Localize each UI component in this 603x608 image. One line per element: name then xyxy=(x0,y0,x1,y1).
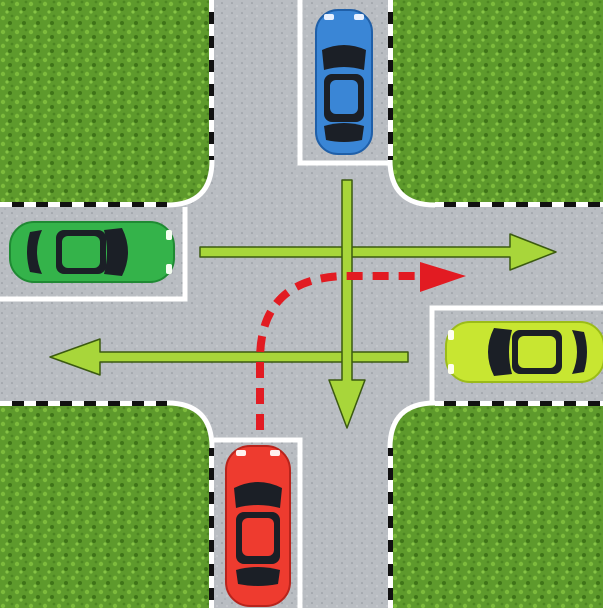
yellow-car xyxy=(446,322,603,382)
green-car xyxy=(10,222,174,282)
grass-bottom-right xyxy=(390,403,603,608)
grass-top-right xyxy=(390,0,603,205)
grass-top-left xyxy=(0,0,212,205)
grass-bottom-left xyxy=(0,403,212,608)
red-car xyxy=(226,446,290,606)
blue-car xyxy=(316,10,372,154)
